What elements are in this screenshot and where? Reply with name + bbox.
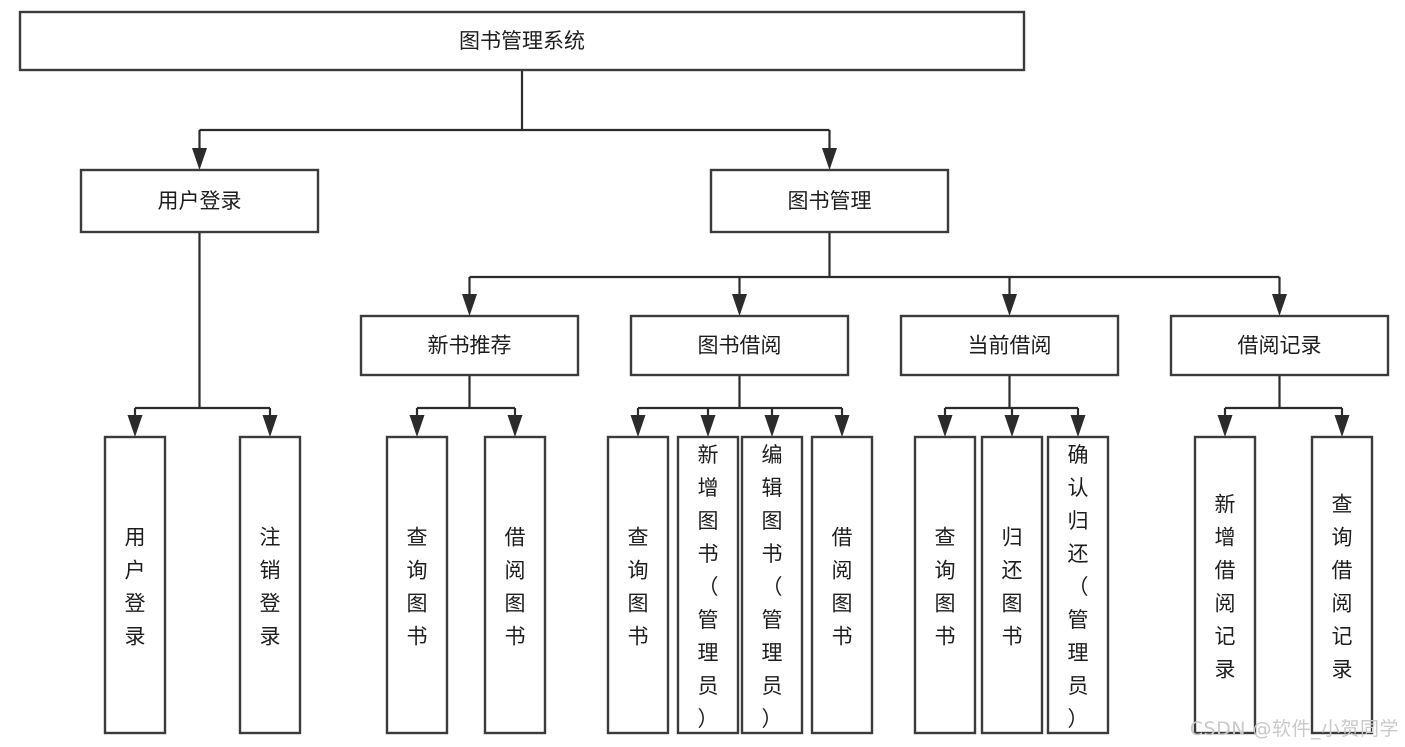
node-leaf-confirm-return-box — [1046, 435, 1110, 735]
node-borrow-record-box — [1169, 314, 1390, 377]
node-new-book-recommend-box — [359, 314, 580, 377]
node-leaf-add-book[interactable]: 新增图书（管理员） — [676, 435, 740, 735]
node-book-borrow-box — [629, 314, 850, 377]
node-leaf-query-borrow-record-label: 查询借阅记录 — [1332, 493, 1353, 682]
leaf-leaf-confirm-return-arrowhead — [1070, 415, 1086, 437]
node-leaf-add-book-box — [676, 435, 740, 735]
node-root-label: 图书管理系统 — [459, 29, 585, 53]
node-leaf-edit-book[interactable]: 编辑图书（管理员） — [740, 435, 804, 735]
node-borrow-record-label: 借阅记录 — [1238, 334, 1322, 358]
leaf-leaf-add-borrow-record-arrowhead — [1217, 415, 1233, 437]
connector-layer — [127, 70, 1350, 437]
leaf-leaf-query-book-recommend-arrowhead — [409, 415, 425, 437]
node-leaf-edit-book-label: 编辑图书（管理员） — [762, 443, 783, 731]
node-leaf-logout[interactable]: 注销登录 — [238, 435, 302, 735]
node-user-login-box — [79, 168, 320, 234]
leaf-leaf-query-borrow-record-arrowhead — [1334, 415, 1350, 437]
node-current-borrow-box — [899, 314, 1120, 377]
node-leaf-user-login[interactable]: 用户登录 — [103, 435, 167, 735]
leaf-leaf-borrow-book-arrowhead — [834, 415, 850, 437]
node-leaf-edit-book-box — [740, 435, 804, 735]
node-leaf-add-borrow-record[interactable]: 新增借阅记录 — [1193, 435, 1257, 735]
node-root-box — [18, 10, 1026, 72]
node-book-management-box — [709, 168, 950, 234]
node-leaf-query-book-borrow-box — [606, 435, 670, 735]
node-leaf-borrow-book-label: 借阅图书 — [832, 526, 853, 649]
leaf-leaf-logout-arrowhead — [262, 415, 278, 437]
watermark: CSDN @软件_小贺同学 — [1189, 718, 1399, 740]
node-leaf-borrow-book-recommend[interactable]: 借阅图书 — [483, 435, 547, 735]
node-leaf-query-book-current-label: 查询图书 — [935, 526, 956, 649]
node-leaf-query-book-recommend-label: 查询图书 — [407, 526, 428, 649]
node-leaf-return-book[interactable]: 归还图书 — [980, 435, 1044, 735]
node-user-login[interactable]: 用户登录 — [79, 168, 320, 234]
level2-borrow-record-arrowhead — [1272, 294, 1287, 316]
node-leaf-return-book-box — [980, 435, 1044, 735]
node-new-book-recommend-label: 新书推荐 — [428, 334, 512, 358]
node-leaf-query-book-borrow[interactable]: 查询图书 — [606, 435, 670, 735]
node-leaf-add-book-label: 新增图书（管理员） — [698, 443, 719, 731]
leaf-leaf-query-book-current-arrowhead — [937, 415, 953, 437]
node-leaf-add-borrow-record-label: 新增借阅记录 — [1215, 493, 1236, 682]
node-book-borrow-label: 图书借阅 — [698, 334, 782, 358]
node-leaf-borrow-book-recommend-label: 借阅图书 — [505, 526, 526, 649]
node-leaf-query-book-current[interactable]: 查询图书 — [913, 435, 977, 735]
level1-book-management-arrowhead — [822, 148, 837, 170]
level2-current-borrow-arrowhead — [1002, 294, 1017, 316]
level1-user-login-arrowhead — [192, 148, 207, 170]
node-book-management-label: 图书管理 — [788, 189, 872, 213]
node-current-borrow-label: 当前借阅 — [968, 334, 1052, 358]
node-borrow-record[interactable]: 借阅记录 — [1169, 314, 1390, 377]
node-leaf-query-book-borrow-label: 查询图书 — [628, 526, 649, 649]
node-layer: 图书管理系统用户登录图书管理新书推荐图书借阅当前借阅借阅记录用户登录注销登录查询… — [18, 10, 1390, 735]
leaf-leaf-return-book-arrowhead — [1004, 415, 1020, 437]
node-leaf-confirm-return[interactable]: 确认归还（管理员） — [1046, 435, 1110, 735]
node-book-management[interactable]: 图书管理 — [709, 168, 950, 234]
node-leaf-return-book-label: 归还图书 — [1002, 526, 1023, 649]
node-leaf-logout-box — [238, 435, 302, 735]
node-leaf-logout-label: 注销登录 — [260, 526, 281, 649]
node-book-borrow[interactable]: 图书借阅 — [629, 314, 850, 377]
level2-book-borrow-arrowhead — [732, 294, 747, 316]
leaf-leaf-user-login-arrowhead — [127, 415, 143, 437]
node-new-book-recommend[interactable]: 新书推荐 — [359, 314, 580, 377]
node-leaf-borrow-book-box — [810, 435, 874, 735]
leaf-leaf-add-book-arrowhead — [700, 415, 716, 437]
leaf-leaf-edit-book-arrowhead — [764, 415, 780, 437]
node-leaf-add-borrow-record-box — [1193, 435, 1257, 735]
node-leaf-query-book-current-box — [913, 435, 977, 735]
level2-new-book-recommend-arrowhead — [462, 294, 477, 316]
node-leaf-borrow-book-recommend-box — [483, 435, 547, 735]
node-leaf-user-login-box — [103, 435, 167, 735]
leaf-leaf-query-book-borrow-arrowhead — [630, 415, 646, 437]
node-leaf-confirm-return-label: 确认归还（管理员） — [1068, 443, 1089, 731]
node-current-borrow[interactable]: 当前借阅 — [899, 314, 1120, 377]
node-root[interactable]: 图书管理系统 — [18, 10, 1026, 72]
node-user-login-label: 用户登录 — [158, 189, 242, 213]
node-leaf-user-login-label: 用户登录 — [125, 526, 146, 649]
leaf-leaf-borrow-book-recommend-arrowhead — [507, 415, 523, 437]
node-leaf-query-book-recommend[interactable]: 查询图书 — [385, 435, 449, 735]
node-leaf-query-borrow-record-box — [1310, 435, 1374, 735]
node-leaf-query-borrow-record[interactable]: 查询借阅记录 — [1310, 435, 1374, 735]
node-leaf-borrow-book[interactable]: 借阅图书 — [810, 435, 874, 735]
node-leaf-query-book-recommend-box — [385, 435, 449, 735]
